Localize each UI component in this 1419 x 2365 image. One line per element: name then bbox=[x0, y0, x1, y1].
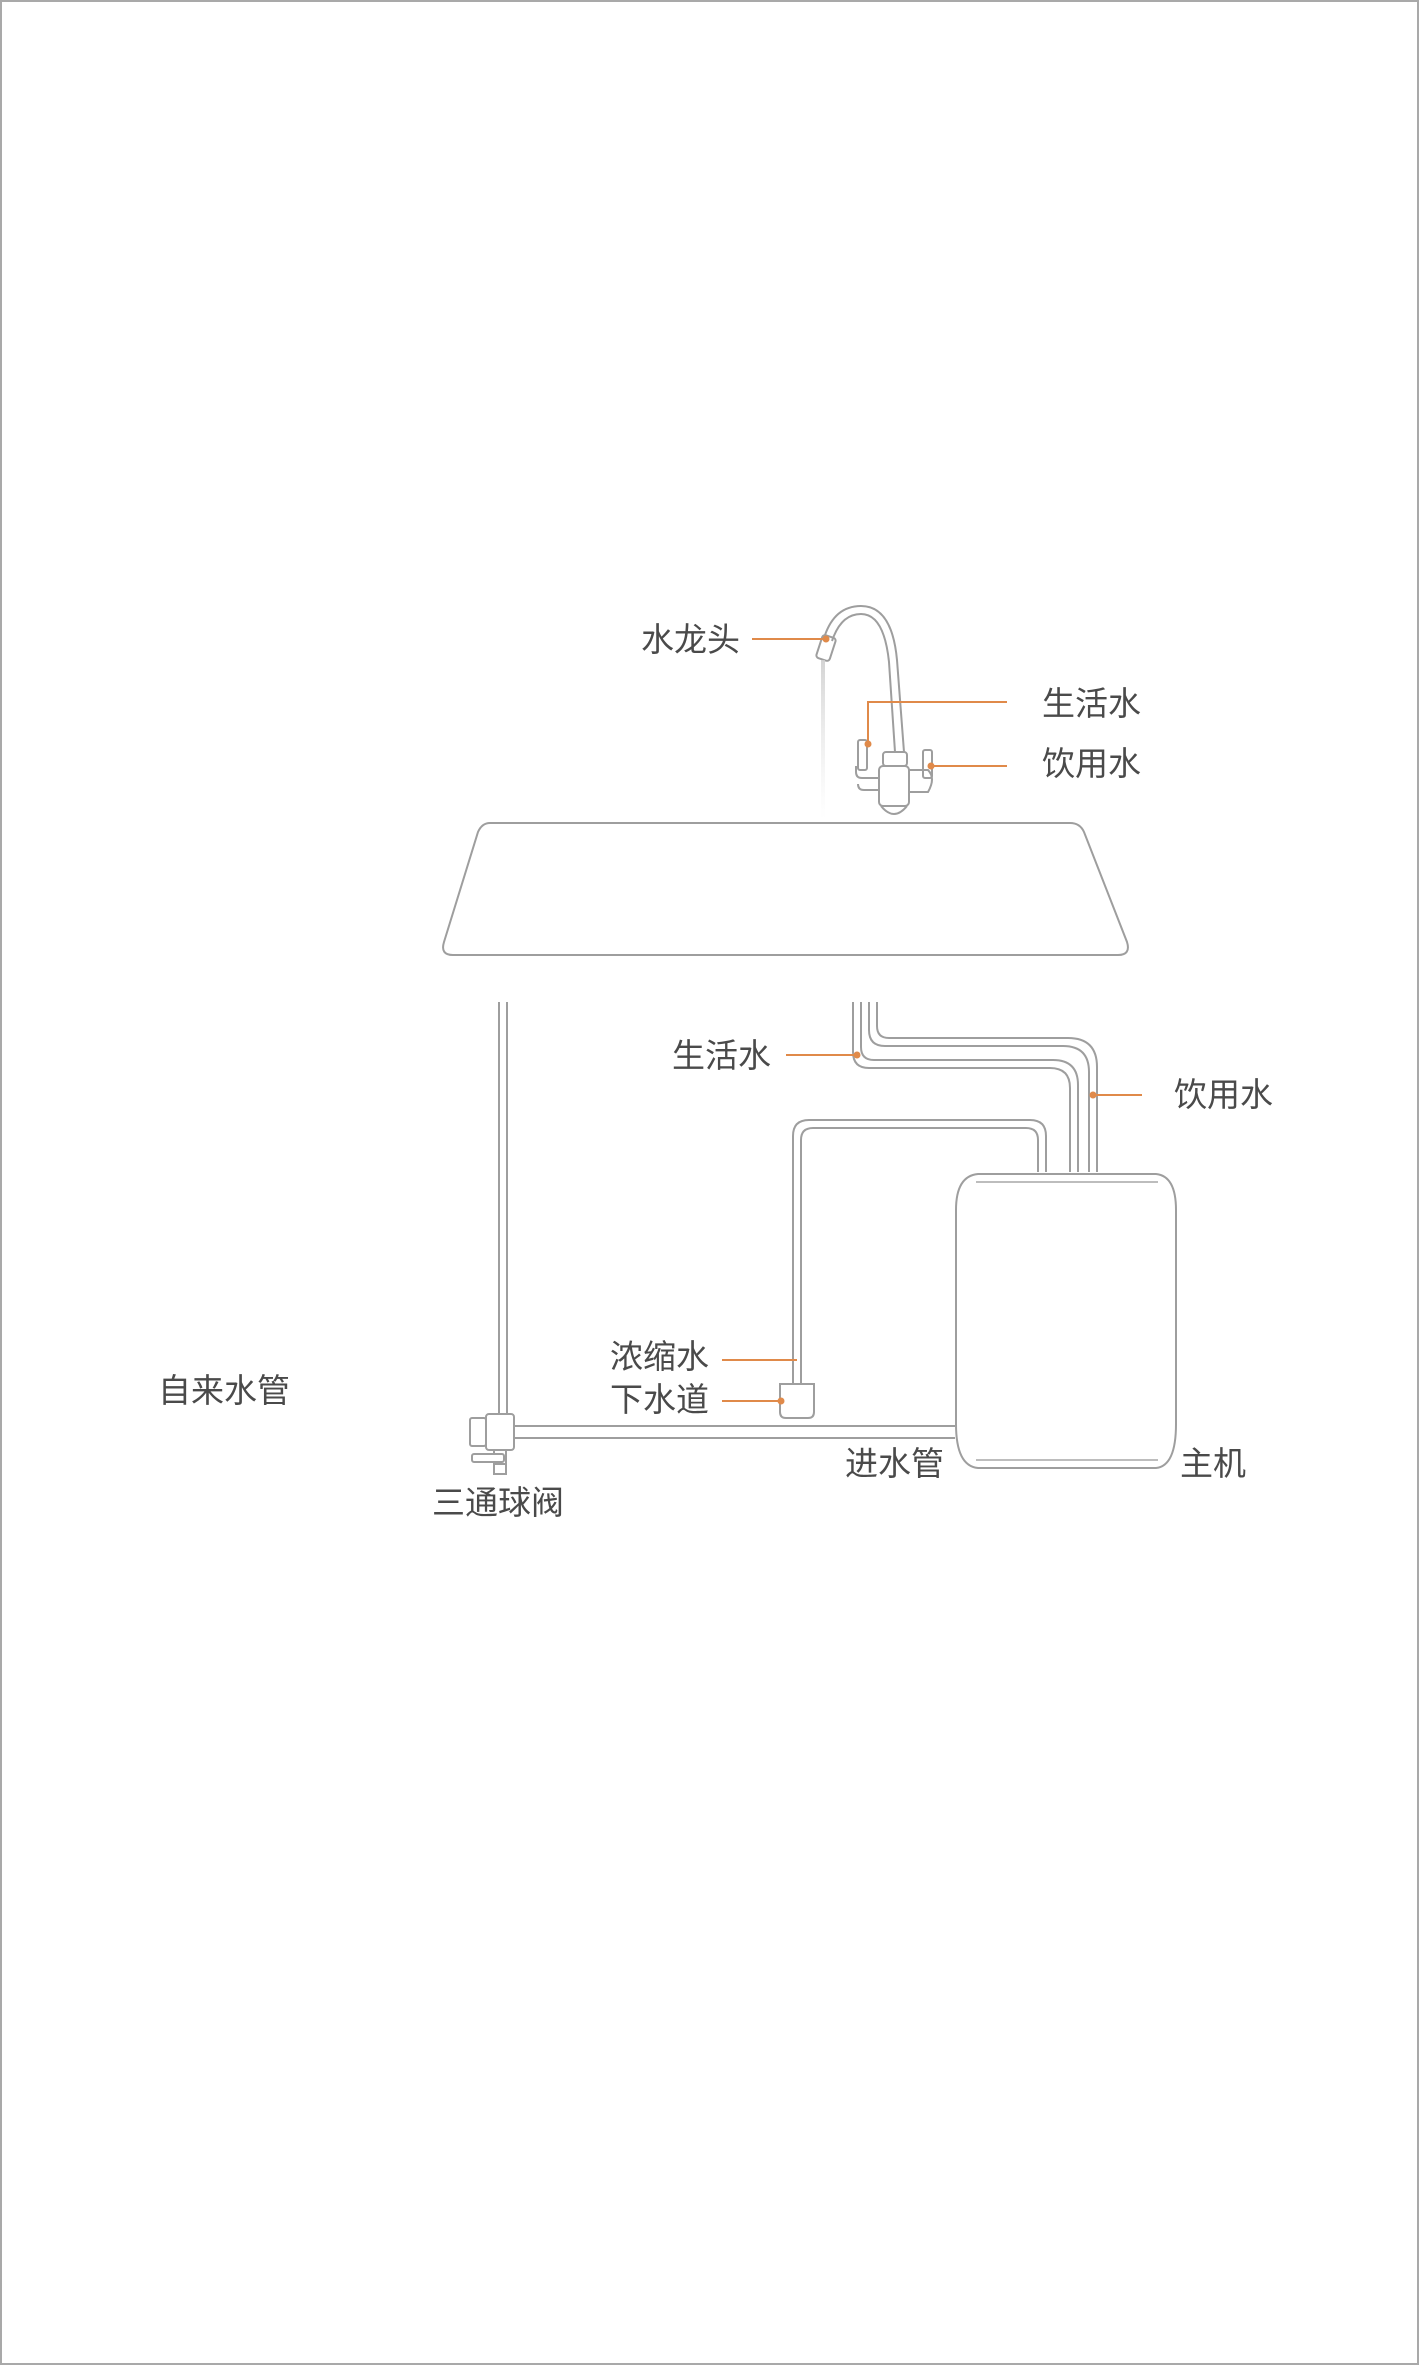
label-pipe-drinking: 饮用水 bbox=[1174, 1075, 1273, 1114]
domestic-water-pipe bbox=[852, 1002, 1079, 1172]
vertical-supply-pipe bbox=[498, 1002, 508, 1416]
label-concentrate: 浓缩水 bbox=[610, 1337, 709, 1376]
label-tap-water-pipe: 自来水管 bbox=[158, 1371, 290, 1410]
leader-dots bbox=[777, 635, 1097, 1405]
inlet-pipe bbox=[514, 1425, 955, 1439]
sink-basin bbox=[442, 822, 1129, 956]
label-pipe-domestic: 生活水 bbox=[672, 1036, 771, 1075]
label-tap-drinking: 饮用水 bbox=[1042, 744, 1141, 783]
label-inlet-pipe: 进水管 bbox=[845, 1444, 944, 1483]
label-faucet: 水龙头 bbox=[641, 620, 740, 659]
concentrate-pipe bbox=[792, 1119, 1047, 1384]
label-tap-domestic: 生活水 bbox=[1042, 684, 1141, 723]
faucet bbox=[815, 604, 933, 815]
drain bbox=[779, 1383, 815, 1419]
water-stream bbox=[821, 660, 825, 820]
main-unit bbox=[955, 1173, 1177, 1469]
label-three-way-valve: 三通球阀 bbox=[432, 1483, 564, 1522]
leader-lines bbox=[722, 638, 1142, 1402]
drinking-water-pipe bbox=[868, 1002, 1098, 1172]
countertop bbox=[140, 805, 1235, 1003]
label-drain: 下水道 bbox=[610, 1380, 709, 1419]
three-way-ball-valve bbox=[469, 1413, 515, 1475]
label-main-unit: 主机 bbox=[1180, 1444, 1246, 1483]
tap-water-pipe bbox=[160, 1425, 472, 1439]
